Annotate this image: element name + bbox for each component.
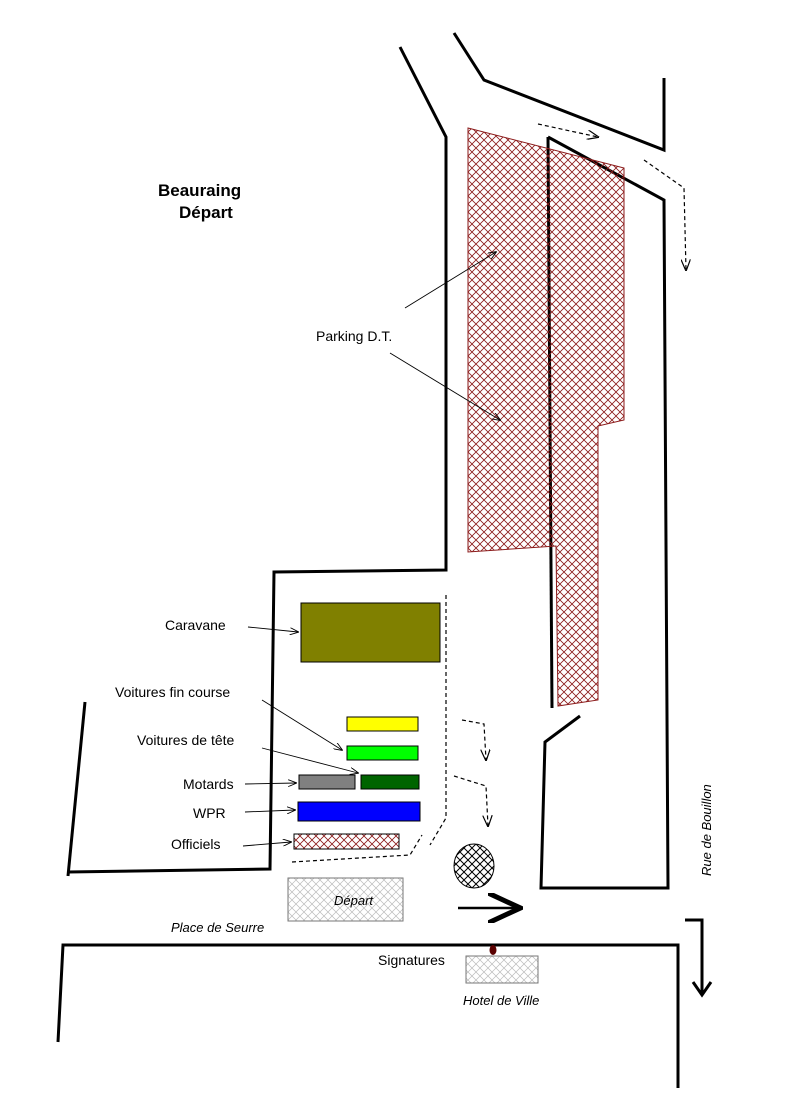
- depart-label: Départ: [334, 893, 374, 908]
- motards-label: Motards: [183, 776, 234, 792]
- signatures-label: Signatures: [378, 952, 445, 968]
- roundabout: [453, 843, 495, 889]
- place-de-seurre-label: Place de Seurre: [171, 920, 264, 935]
- parking-label: Parking D.T.: [316, 328, 392, 344]
- voitures-de-tete-label: Voitures de tête: [137, 732, 235, 748]
- wpr-block: [297, 801, 421, 822]
- motards-block-right: [360, 774, 420, 790]
- rue-de-bouillon-label: Rue de Bouillon: [699, 784, 714, 876]
- parking-area: [467, 127, 625, 707]
- title-line2: Départ: [179, 203, 233, 222]
- flow-arrows: [291, 123, 686, 863]
- officiels-block: [293, 833, 400, 850]
- voitures-fin-course-block: [346, 716, 419, 732]
- hotel-de-ville-label: Hotel de Ville: [463, 993, 539, 1008]
- voitures-fin-course-label: Voitures fin course: [115, 684, 230, 700]
- officiels-label: Officiels: [171, 836, 221, 852]
- signature-marker: [489, 945, 497, 955]
- leader-lines: [242, 252, 500, 847]
- title-line1: Beauraing: [158, 181, 241, 200]
- hotel-de-ville-box: [465, 955, 539, 984]
- voitures-de-tete-block: [346, 745, 419, 761]
- motards-block-left: [298, 774, 356, 790]
- caravane-label: Caravane: [165, 617, 226, 633]
- depart-box: [287, 877, 404, 922]
- caravane-block: [300, 602, 441, 663]
- wpr-label: WPR: [193, 805, 226, 821]
